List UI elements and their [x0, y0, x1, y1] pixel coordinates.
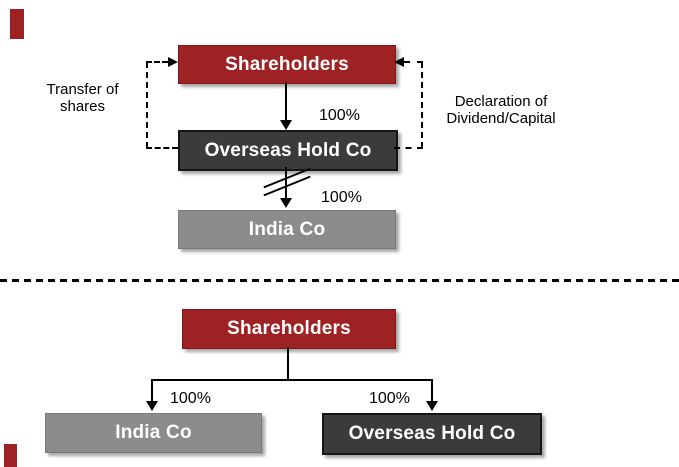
arrowhead-down-icon	[426, 401, 438, 411]
transfer-of-shares-note: Transfer of shares	[46, 81, 119, 115]
top-shareholders-box: Shareholders	[178, 45, 396, 84]
top-india-co-label: India Co	[248, 218, 326, 240]
top-broken-ownership-pct: 100%	[321, 189, 362, 206]
top-ownership-line	[285, 82, 287, 122]
arrowhead-down-icon	[280, 120, 292, 130]
dashed-line-top-right	[404, 61, 423, 63]
bottom-india-co-label: India Co	[115, 422, 192, 443]
bottom-tree-cross-line	[151, 379, 433, 381]
corner-accent-bottom-left	[4, 444, 17, 467]
bottom-left-branch-line	[151, 379, 153, 403]
bottom-left-ownership-pct: 100%	[170, 390, 211, 407]
bottom-right-branch-line	[431, 379, 433, 403]
dashed-line-right-vertical	[421, 62, 423, 148]
top-broken-ownership-line	[285, 167, 287, 200]
section-divider-dashed-line	[0, 279, 679, 282]
arrowhead-down-icon	[146, 401, 158, 411]
dashed-line-bottom-right	[394, 147, 423, 149]
arrowhead-left-icon	[394, 57, 404, 67]
arrowhead-right-icon	[168, 57, 178, 67]
dashed-line-bottom-left	[146, 147, 178, 149]
top-overseas-hold-co-label: Overseas Hold Co	[204, 139, 372, 161]
top-shareholders-label: Shareholders	[225, 53, 349, 75]
dashed-line-left-vertical	[146, 62, 148, 148]
declaration-of-dividend-note: Declaration of Dividend/Capital	[446, 93, 556, 127]
top-india-co-box: India Co	[178, 210, 396, 249]
bottom-india-co-box: India Co	[45, 413, 262, 453]
bottom-overseas-hold-co-box: Overseas Hold Co	[322, 413, 542, 455]
corner-accent-top-left	[10, 9, 24, 39]
top-ownership-pct: 100%	[319, 107, 360, 124]
arrowhead-down-icon	[280, 198, 292, 208]
bottom-shareholders-label: Shareholders	[227, 318, 351, 339]
top-overseas-hold-co-box: Overseas Hold Co	[178, 130, 398, 171]
bottom-tree-stem-line	[287, 347, 289, 380]
bottom-right-ownership-pct: 100%	[369, 390, 410, 407]
dashed-line-top-left	[146, 61, 168, 63]
bottom-shareholders-box: Shareholders	[182, 309, 396, 349]
bottom-overseas-hold-co-label: Overseas Hold Co	[348, 423, 516, 444]
